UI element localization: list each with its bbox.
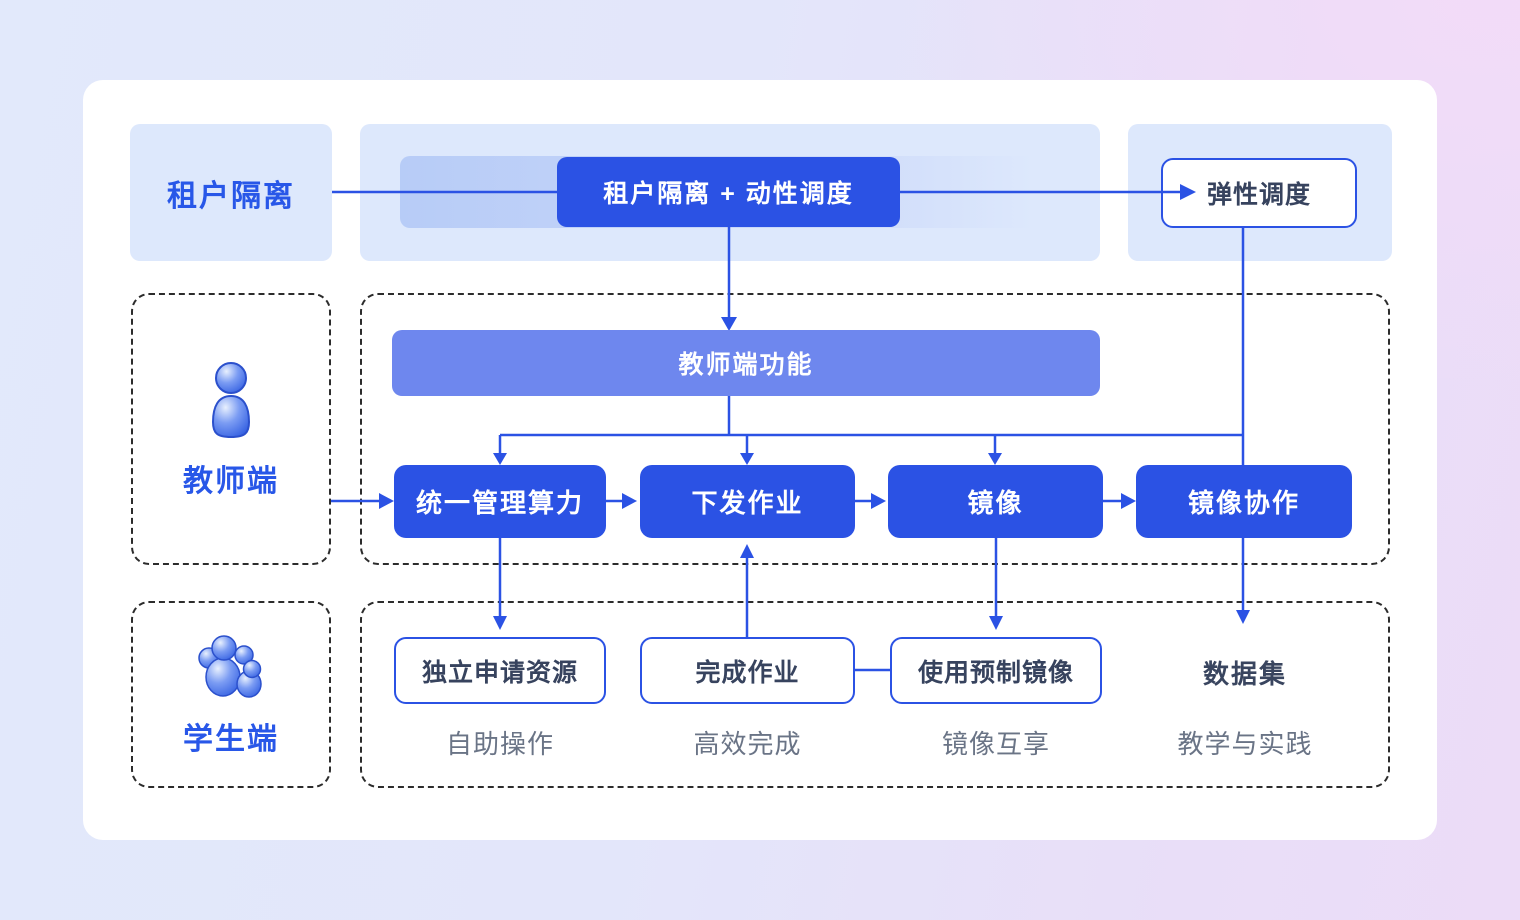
teacher-group-box: 教师端	[131, 293, 331, 565]
teacher-functions-bar-label: 教师端功能	[678, 351, 814, 379]
elastic-scheduling-node: 弹性调度	[1161, 158, 1357, 228]
node-image-collaboration: 镜像协作	[1136, 465, 1352, 538]
node-assign-homework: 下发作业	[640, 465, 855, 538]
teacher-actor-label: 教师端	[183, 464, 279, 498]
elastic-scheduling-label: 弹性调度	[1206, 181, 1311, 209]
node-complete-homework: 完成作业	[640, 637, 855, 704]
student-actor-label: 学生端	[183, 723, 279, 756]
node-image-collaboration-label: 镜像协作	[1187, 488, 1300, 518]
caption-efficient: 高效完成	[640, 724, 855, 760]
node-manage-compute: 统一管理算力	[394, 465, 606, 538]
caption-efficient-text: 高效完成	[693, 728, 802, 759]
node-request-resources: 独立申请资源	[394, 637, 606, 704]
node-complete-homework-label: 完成作业	[695, 658, 800, 687]
dataset-text: 数据集	[1202, 659, 1287, 689]
dataset-label: 数据集	[1145, 645, 1345, 700]
node-image: 镜像	[888, 465, 1103, 538]
caption-self-service-text: 自助操作	[445, 728, 554, 759]
person-icon	[199, 359, 263, 448]
node-use-prebuilt-image-label: 使用预制镜像	[917, 658, 1074, 687]
node-assign-homework-label: 下发作业	[691, 488, 804, 518]
caption-teaching-practice: 教学与实践	[1135, 724, 1355, 760]
teacher-functions-bar: 教师端功能	[392, 330, 1100, 396]
tenant-dynamic-scheduling-label: 租户隔离 + 动性调度	[603, 180, 854, 208]
node-request-resources-label: 独立申请资源	[421, 658, 578, 687]
tenant-isolation-panel: 租户隔离	[130, 124, 332, 261]
caption-self-service: 自助操作	[394, 724, 606, 760]
tenant-isolation-label: 租户隔离	[167, 179, 295, 213]
node-image-label: 镜像	[967, 488, 1024, 518]
tenant-dynamic-scheduling-node: 租户隔离 + 动性调度	[557, 157, 900, 227]
people-group-icon	[189, 631, 273, 706]
node-manage-compute-label: 统一管理算力	[415, 488, 584, 518]
caption-image-sharing-text: 镜像互享	[941, 728, 1050, 759]
node-use-prebuilt-image: 使用预制镜像	[890, 637, 1102, 704]
caption-image-sharing: 镜像互享	[890, 724, 1102, 760]
student-group-box: 学生端	[131, 601, 331, 788]
caption-teaching-practice-text: 教学与实践	[1177, 728, 1313, 759]
